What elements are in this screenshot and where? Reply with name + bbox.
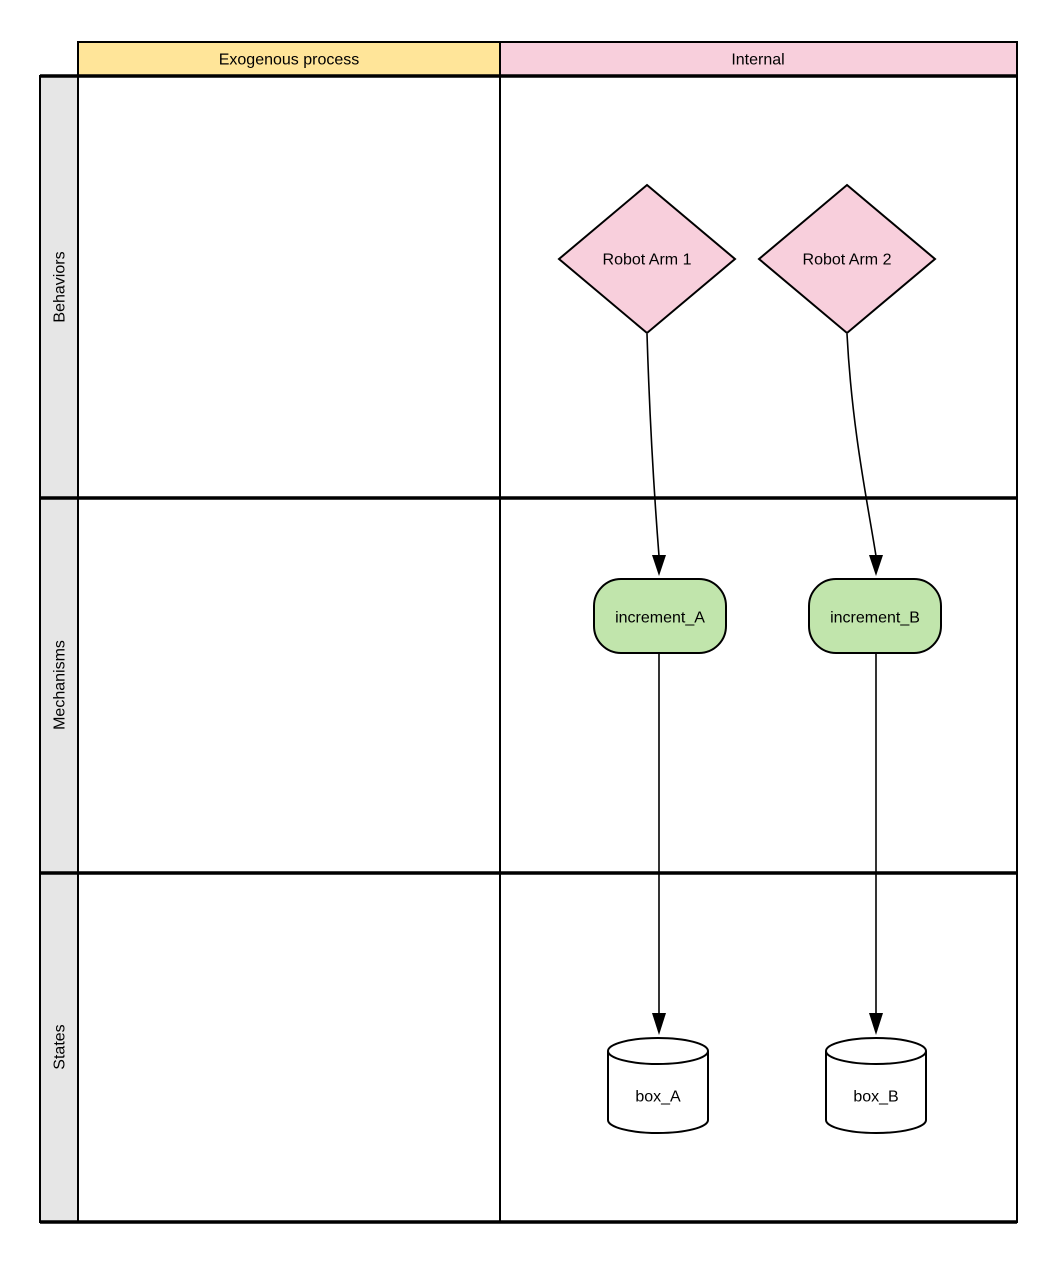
behavior-nodes: Robot Arm 1 Robot Arm 2: [557, 183, 937, 335]
row-header-mechanisms-label: Mechanisms: [52, 640, 69, 730]
node-robot-arm-2-diamond: [757, 183, 937, 335]
node-robot-arm-1-diamond: [557, 183, 737, 335]
node-box-b-label: box_B: [853, 1089, 898, 1106]
column-header-exogenous-process-label: Exogenous process: [219, 52, 360, 69]
grid-cells: [77, 75, 1018, 1223]
mechanism-nodes: increment_A increment_B: [593, 578, 942, 654]
node-increment-a-box: [593, 578, 727, 654]
edge-robot-arm-2-to-increment-b: [846, 333, 877, 557]
column-header-row: Exogenous process Internal: [77, 41, 1018, 77]
row-header-behaviors: [39, 75, 79, 499]
column-header-internal: [499, 41, 1018, 77]
arrowhead-increment-b: [869, 555, 883, 576]
cell-behaviors-internal: [499, 75, 1018, 499]
cell-states-internal: [499, 872, 1018, 1223]
cell-mechanisms-exogenous: [77, 497, 501, 874]
row-header-states-label: States: [52, 1024, 69, 1069]
row-header-column: Behaviors Mechanisms States: [39, 75, 79, 1223]
node-box-a-cylinder-body: [607, 1051, 709, 1134]
column-header-internal-label: Internal: [731, 52, 784, 69]
cell-behaviors-exogenous: [77, 75, 501, 499]
edge-robot-arm-1-to-increment-a: [646, 333, 660, 557]
node-increment-b-box: [808, 578, 942, 654]
arrowhead-box-a: [652, 1013, 666, 1035]
node-increment-a-label: increment_A: [615, 610, 705, 627]
edges: [646, 333, 877, 1014]
lane-divider-lines: [40, 74, 1017, 1224]
node-box-a-label: box_A: [635, 1089, 681, 1106]
row-header-behaviors-label: Behaviors: [52, 251, 69, 322]
state-nodes: box_A box_B: [607, 1037, 927, 1134]
node-increment-b-label: increment_B: [830, 610, 920, 627]
cell-mechanisms-internal: [499, 497, 1018, 874]
node-box-b-cylinder-top: [825, 1037, 927, 1065]
cell-states-exogenous: [77, 872, 501, 1223]
arrowhead-increment-a: [652, 555, 666, 576]
arrowhead-box-b: [869, 1013, 883, 1035]
column-header-exogenous-process: [77, 41, 501, 77]
node-box-b-cylinder-body: [825, 1051, 927, 1134]
node-box-a-cylinder-top: [607, 1037, 709, 1065]
node-robot-arm-1-label: Robot Arm 1: [603, 252, 692, 269]
node-robot-arm-2-label: Robot Arm 2: [803, 252, 892, 269]
edge-arrowheads: [652, 555, 883, 1035]
